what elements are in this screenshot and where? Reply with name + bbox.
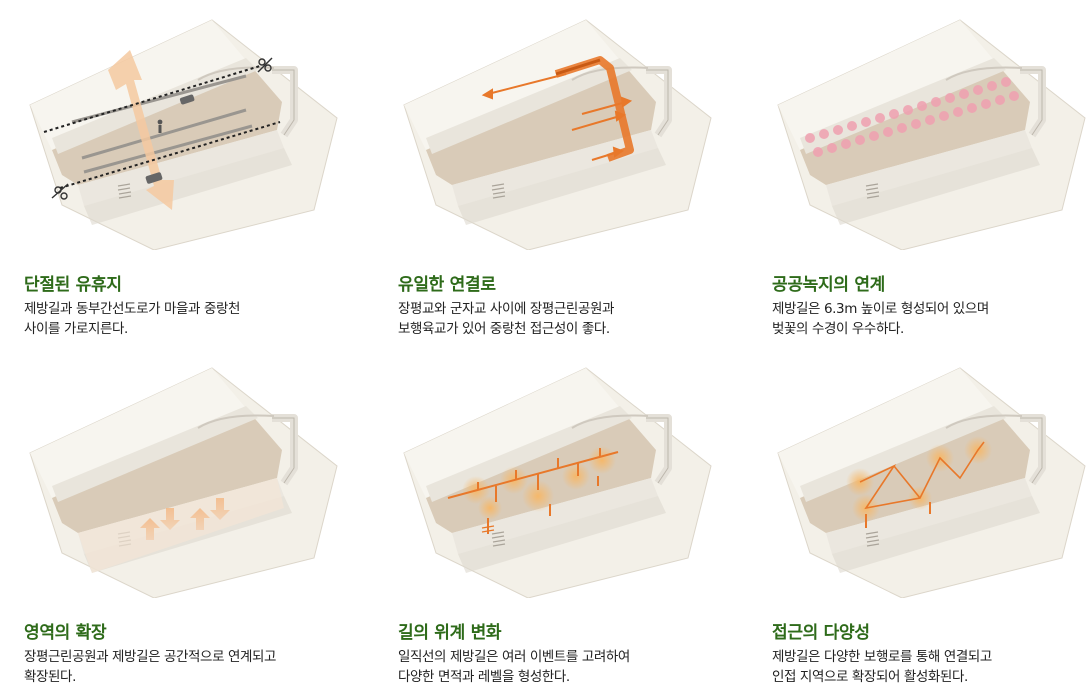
diagram-green-link xyxy=(770,10,1088,250)
panel-description: 제방길과 동부간선도로가 마을과 중랑천 사이를 가로지른다. xyxy=(24,301,241,337)
diagram-area-expansion xyxy=(22,358,342,598)
panel-title: 영역의 확장 xyxy=(24,623,107,643)
blossom-tree-icon xyxy=(805,77,1019,157)
panel-title: 단절된 유휴지 xyxy=(24,275,122,295)
panel-description: 장평교와 군자교 사이에 장평근린공원과 보행육교가 있어 중랑천 접근성이 좋… xyxy=(398,301,615,337)
pedestrian-icon xyxy=(157,119,163,133)
panel-green-link: 공공녹지의 연계 제방길은 6.3m 높이로 형성되어 있으며 벚꽃의 수경이 … xyxy=(770,10,1088,350)
panel-title: 접근의 다양성 xyxy=(772,623,870,643)
scissors-icon xyxy=(51,57,273,200)
diagram-disconnected-lot xyxy=(22,10,342,250)
panel-access-diversity: 접근의 다양성 제방길은 다양한 보행로를 통해 연결되고 인접 지역으로 확장… xyxy=(770,358,1088,698)
diagram-access-diversity xyxy=(770,358,1088,598)
diagram-path-hierarchy xyxy=(396,358,716,598)
panel-title: 공공녹지의 연계 xyxy=(772,275,885,295)
panel-disconnected-lot: 단절된 유휴지 제방길과 동부간선도로가 마을과 중랑천 사이를 가로지른다. xyxy=(22,10,342,350)
panel-area-expansion: 영역의 확장 장평근린공원과 제방길은 공간적으로 연계되고 확장된다. xyxy=(22,358,342,698)
arrow-icon xyxy=(140,498,230,540)
panel-path-hierarchy: 길의 위계 변화 일직선의 제방길은 여러 이벤트를 고려하여 다양한 면적과 … xyxy=(396,358,716,698)
panel-title: 길의 위계 변화 xyxy=(398,623,502,643)
panel-description: 제방길은 6.3m 높이로 형성되어 있으며 벚꽃의 수경이 우수하다. xyxy=(772,301,989,337)
panel-description: 장평근린공원과 제방길은 공간적으로 연계되고 확장된다. xyxy=(24,649,277,685)
arrow-icon xyxy=(108,50,174,210)
diagram-only-connection xyxy=(396,10,716,250)
car-icon xyxy=(145,94,195,184)
panel-description: 일직선의 제방길은 여러 이벤트를 고려하여 다양한 면적과 레벨을 형성한다. xyxy=(398,649,630,685)
panel-only-connection: 유일한 연결로 장평교와 군자교 사이에 장평근린공원과 보행육교가 있어 중랑… xyxy=(396,10,716,350)
panel-description: 제방길은 다양한 보행로를 통해 연결되고 인접 지역으로 확장되어 활성화된다… xyxy=(772,649,992,685)
panel-title: 유일한 연결로 xyxy=(398,275,496,295)
